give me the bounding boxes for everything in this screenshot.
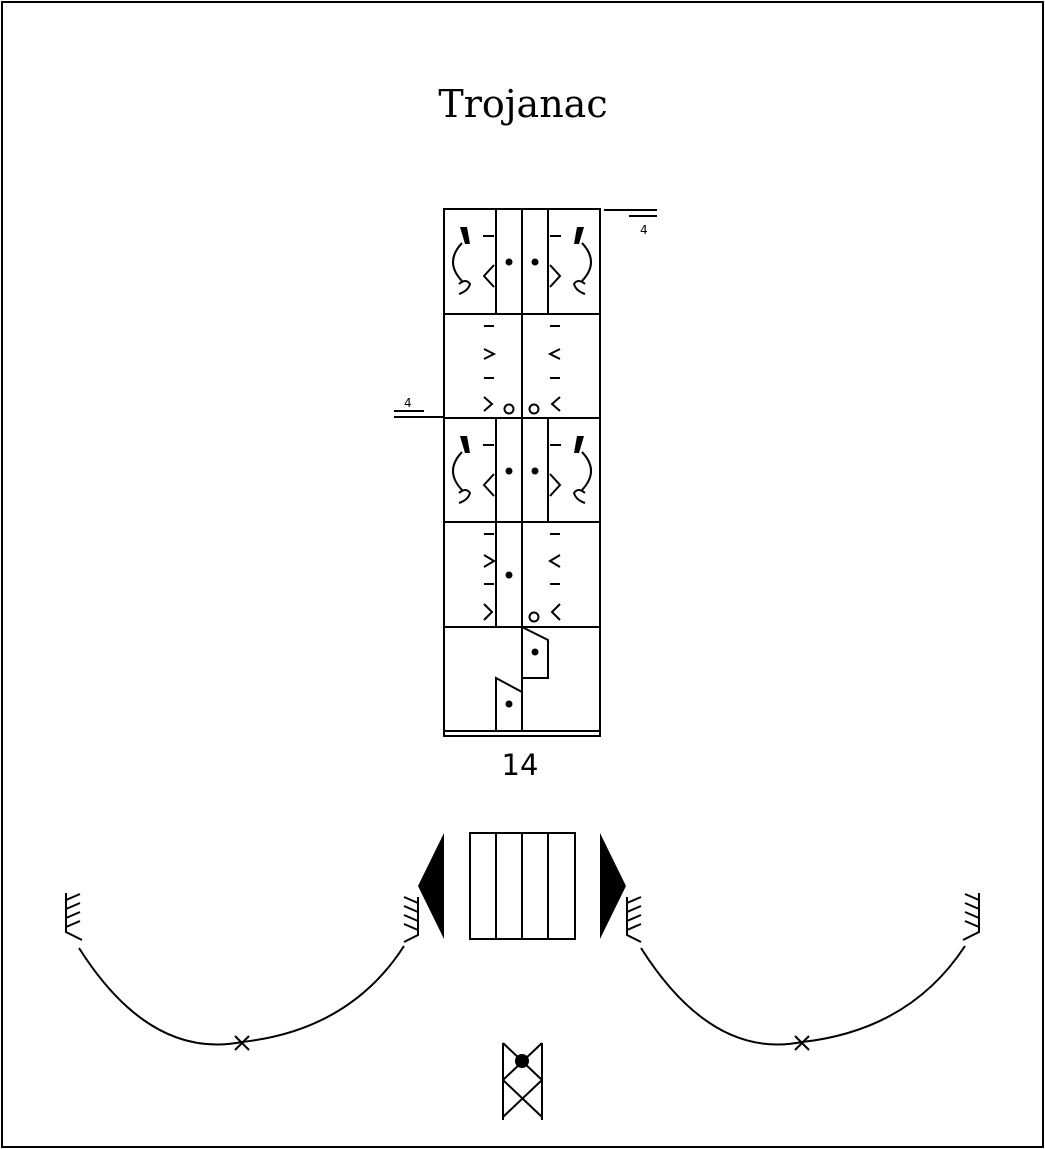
floor-plan xyxy=(65,832,980,1120)
measure-steps-1 xyxy=(483,314,561,418)
audience-sign-dot xyxy=(515,1054,529,1068)
measure-step-hold-2 xyxy=(452,418,592,522)
level-dot xyxy=(505,258,513,266)
repeat-count-upper-right: 4 xyxy=(640,223,648,237)
dance-title: Trojanac xyxy=(438,82,607,126)
center-marker-left xyxy=(234,1035,250,1051)
measure-step-hold-1 xyxy=(452,209,592,314)
level-dot xyxy=(505,571,513,579)
stage-platform xyxy=(469,832,576,940)
repeat-sign-upper-right xyxy=(604,209,657,217)
level-dot xyxy=(531,258,539,266)
person-sign-far-left xyxy=(65,893,83,941)
repeat-count-middle-left: 4 xyxy=(404,396,412,410)
accent-sign xyxy=(574,436,584,453)
right-dancer-pin xyxy=(600,833,626,939)
level-dot xyxy=(505,700,513,708)
accent-sign xyxy=(460,436,470,453)
level-dot xyxy=(531,467,539,475)
starting-position xyxy=(495,625,549,732)
left-dancer-pin xyxy=(418,833,444,939)
accent-sign xyxy=(574,227,584,244)
person-sign-far-right xyxy=(962,893,980,941)
measure-steps-2 xyxy=(483,522,561,627)
center-marker-right xyxy=(794,1035,810,1051)
person-sign-inner-right xyxy=(626,896,642,943)
measure-number: 14 xyxy=(502,748,539,782)
repeat-sign-middle-left xyxy=(394,410,444,418)
accent-sign xyxy=(460,227,470,244)
person-sign-inner-left xyxy=(403,896,419,943)
level-dot xyxy=(531,648,539,656)
level-dot xyxy=(505,467,513,475)
